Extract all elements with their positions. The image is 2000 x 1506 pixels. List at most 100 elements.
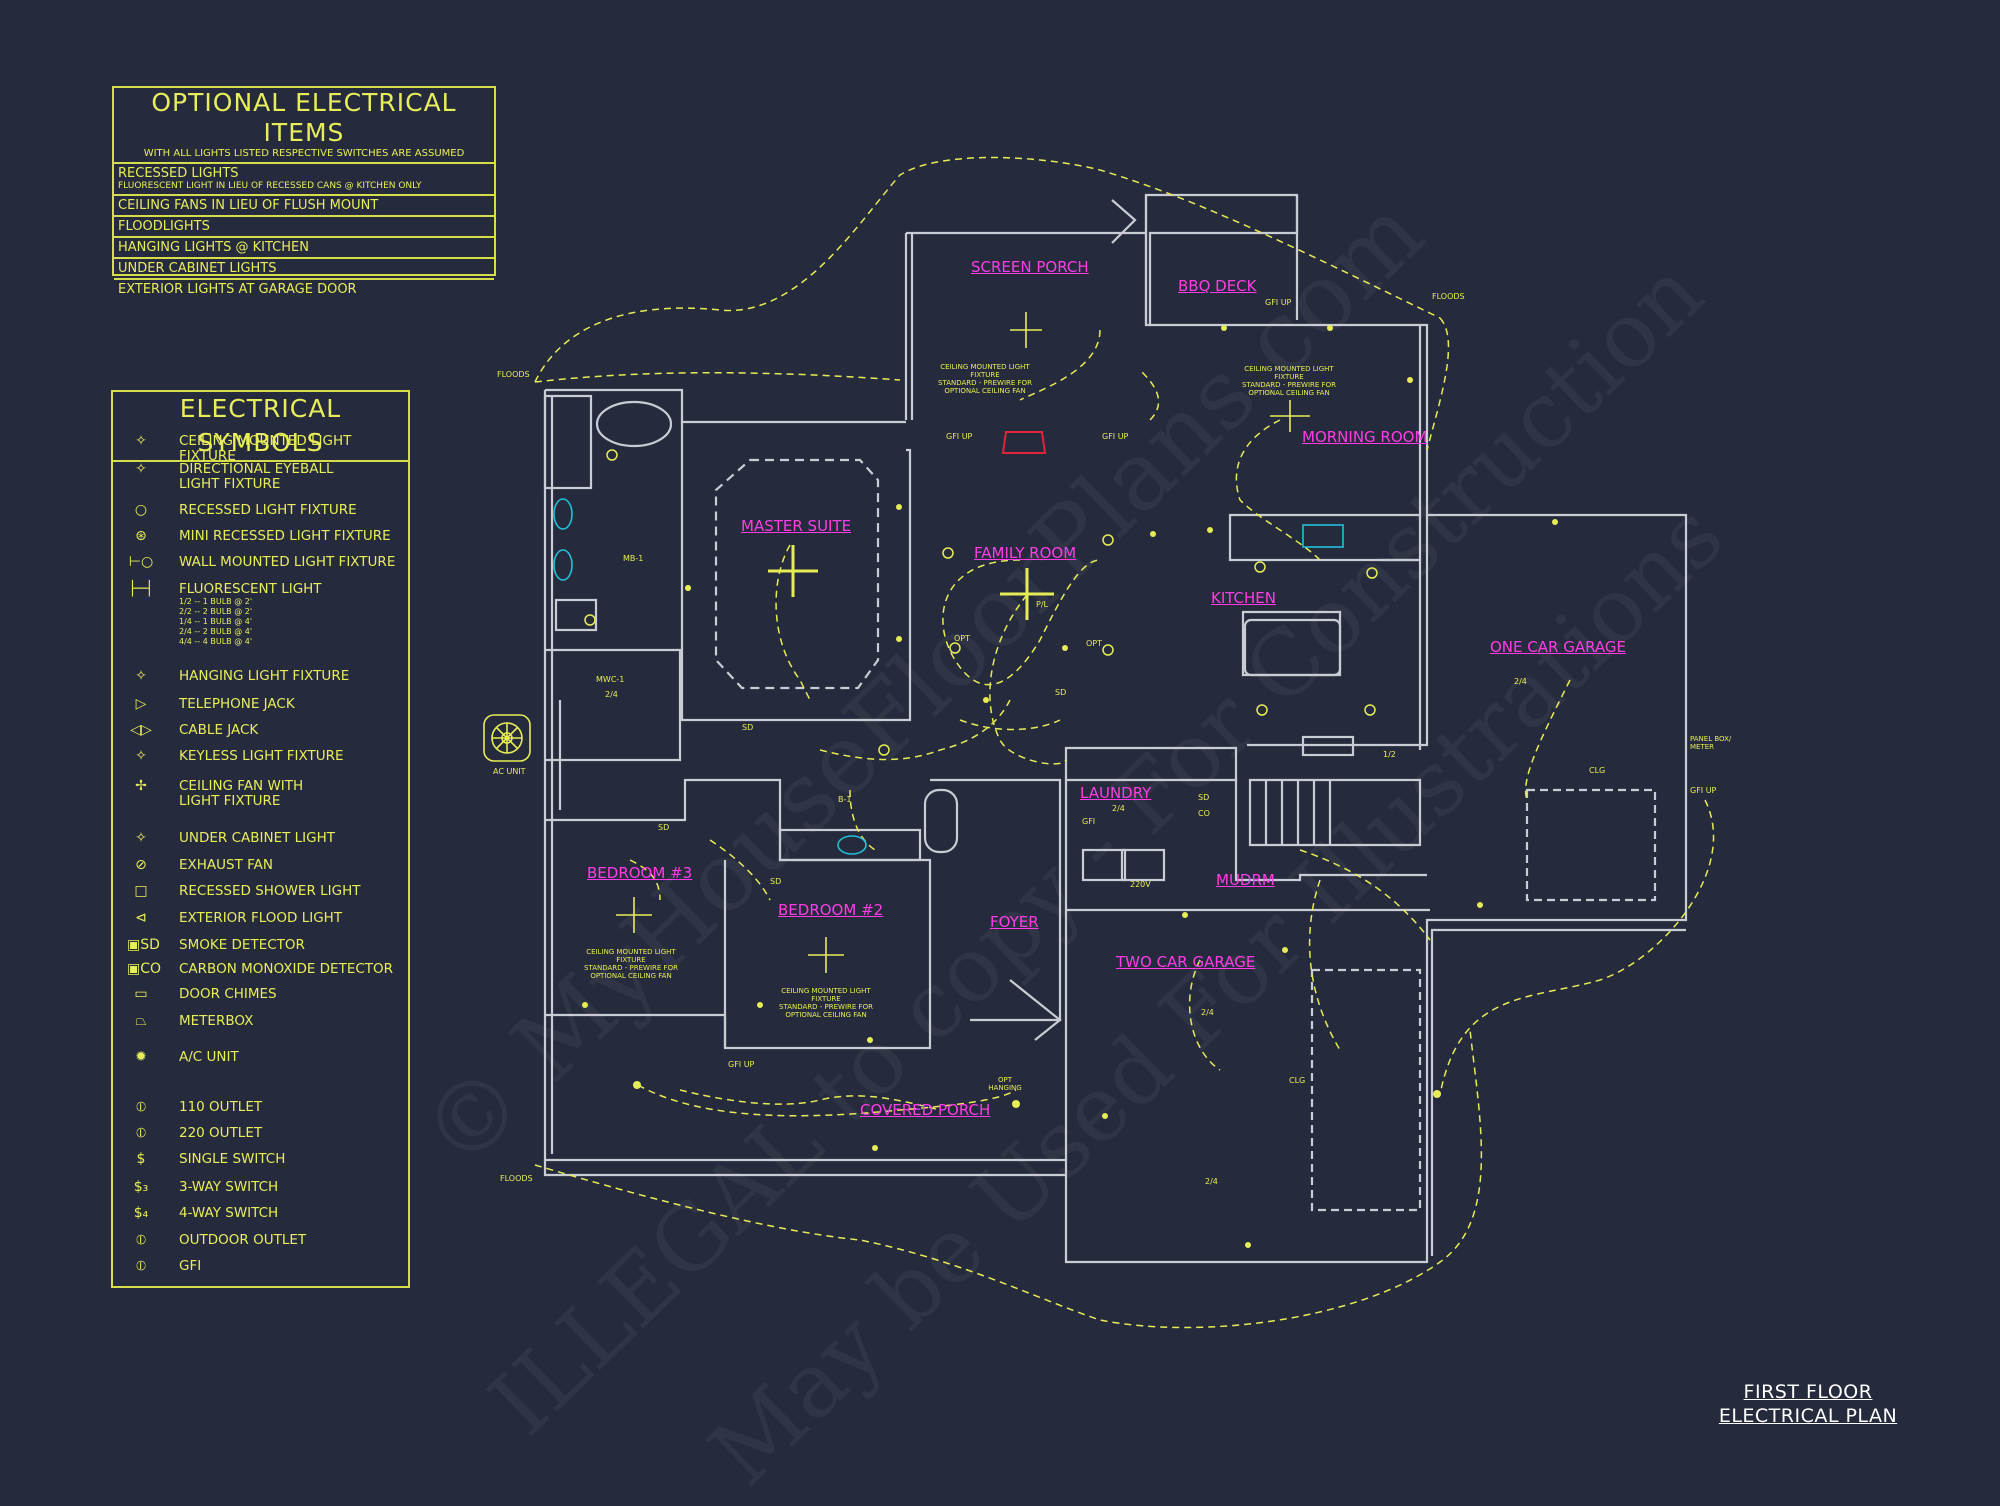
- gfi-up-label-5: GFI UP: [728, 1060, 755, 1069]
- eyeball-light-icon: ✧: [135, 461, 147, 477]
- door-chimes-icon: ▭: [134, 986, 148, 1002]
- fluorescent-2-4-label-1: 2/4: [605, 690, 618, 699]
- keyless-light-icon: ✧: [135, 748, 147, 764]
- fixture-note-bedroom-3: CEILING MOUNTED LIGHT FIXTURE STANDARD -…: [584, 948, 678, 980]
- room-laundry: LAUNDRY: [1080, 784, 1152, 802]
- under-cabinet-light-icon: ✧: [135, 830, 147, 846]
- optional-items-title: OPTIONAL ELECTRICAL ITEMS: [151, 88, 457, 147]
- three-way-switch-icon: $₃: [133, 1179, 149, 1195]
- wall-light-icon: ⊢○: [128, 554, 154, 570]
- fixture-note-bedroom-2: CEILING MOUNTED LIGHT FIXTURE STANDARD -…: [779, 987, 873, 1019]
- outdoor-outlet-icon: ⦶: [135, 1232, 147, 1248]
- co-label: CO: [1198, 809, 1210, 818]
- fixture-note-morning-room: CEILING MOUNTED LIGHT FIXTURE STANDARD -…: [1242, 365, 1336, 397]
- outlet-220-icon: ⦶: [135, 1125, 147, 1141]
- sd-label-1: SD: [742, 723, 754, 732]
- electrical-symbols-title: ELECTRICAL SYMBOLS: [113, 392, 408, 462]
- room-mudrm: MUDRM: [1216, 871, 1275, 889]
- symbol-label: OUTDOOR OUTLET: [179, 1232, 307, 1248]
- electrical-symbols-panel: ELECTRICAL SYMBOLS ✧ CEILING MOUNTED LIGH…: [111, 390, 410, 1288]
- room-screen-porch: SCREEN PORCH: [971, 258, 1089, 276]
- four-way-switch-icon: $₄: [133, 1205, 149, 1221]
- fluorescent-2-4-label-2: 2/4: [1112, 804, 1125, 813]
- room-two-car-garage: TWO CAR GARAGE: [1116, 953, 1256, 971]
- cable-jack-icon: ◁▷: [130, 722, 152, 738]
- pl-label: P/L: [1036, 600, 1048, 609]
- optional-item-label: RECESSED LIGHTS: [118, 166, 239, 181]
- symbol-label: TELEPHONE JACK: [179, 696, 295, 712]
- optional-item-label: UNDER CABINET LIGHTS: [118, 261, 277, 276]
- symbol-label: 110 OUTLET: [179, 1099, 263, 1115]
- symbols-list: ✧CEILING MOUNTED LIGHT FIXTURE✧DIRECTION…: [113, 392, 408, 1286]
- mb1-label: MB-1: [623, 554, 644, 563]
- symbol-label: 4-WAY SWITCH: [179, 1205, 279, 1221]
- symbol-note: 1/2 -- 1 BULB @ 2' 2/2 -- 2 BULB @ 2' 1/…: [179, 597, 253, 646]
- optional-item-label: HANGING LIGHTS @ KITCHEN: [118, 240, 309, 255]
- symbol-label: EXTERIOR FLOOD LIGHT: [179, 910, 343, 926]
- ac-unit-icon: [483, 714, 531, 762]
- symbol-label: 3-WAY SWITCH: [179, 1179, 279, 1195]
- symbol-label: CARBON MONOXIDE DETECTOR: [179, 961, 394, 977]
- optional-items-subtitle: WITH ALL LIGHTS LISTED RESPECTIVE SWITCH…: [114, 148, 494, 164]
- opt-label-1: OPT: [954, 634, 971, 643]
- symbol-label: SMOKE DETECTOR: [179, 937, 305, 953]
- ceiling-fan-icon: ✢: [135, 778, 147, 794]
- floods-label-left: FLOODS: [497, 370, 530, 379]
- symbol-label: DOOR CHIMES: [179, 986, 277, 1002]
- exhaust-fan-icon: ⊘: [135, 857, 147, 873]
- co-detector-icon: ▣CO: [127, 961, 162, 977]
- optional-item-row: HANGING LIGHTS @ KITCHEN: [114, 238, 494, 259]
- fixtures: [582, 325, 1558, 1248]
- fluorescent-2-4-label-3: 2/4: [1514, 677, 1527, 686]
- gfi-up-label-2: GFI UP: [1102, 432, 1129, 441]
- room-bbq-deck: BBQ DECK: [1178, 277, 1257, 295]
- room-covered-porch: COVERED PORCH: [860, 1101, 991, 1119]
- single-switch-icon: $: [136, 1151, 146, 1167]
- symbol-label: METERBOX: [179, 1013, 254, 1029]
- symbol-label: 220 OUTLET: [179, 1125, 263, 1141]
- ceiling-light-icon: ✧: [135, 433, 147, 449]
- optional-item-row: CEILING FANS IN LIEU OF FLUSH MOUNT: [114, 196, 494, 217]
- recessed-light-icon: ○: [134, 502, 148, 518]
- flood-light-icon: ⊲: [135, 910, 147, 926]
- room-bedroom-2: BEDROOM #2: [778, 901, 884, 919]
- outlet-220v-label: 220V: [1130, 880, 1151, 889]
- room-morning-room: MORNING ROOM: [1302, 428, 1428, 446]
- gfi-up-label-3: GFI UP: [1265, 298, 1292, 307]
- sd-label-4: SD: [1198, 793, 1210, 802]
- optional-item-label: CEILING FANS IN LIEU OF FLUSH MOUNT: [118, 198, 379, 213]
- symbol-label: GFI: [179, 1258, 202, 1274]
- symbol-label: FLUORESCENT LIGHT: [179, 581, 322, 597]
- gfi-label: GFI: [1082, 817, 1096, 826]
- symbol-label: CEILING MOUNTED LIGHT FIXTURE: [179, 433, 352, 464]
- plan-title-line-1: FIRST FLOOR: [1743, 1381, 1873, 1403]
- mini-recessed-light-icon: ⊛: [135, 528, 147, 544]
- clg-label-garage: CLG: [1289, 1076, 1306, 1085]
- room-master-suite: MASTER SUITE: [741, 517, 852, 535]
- symbol-label: CEILING FAN WITH LIGHT FIXTURE: [179, 778, 304, 809]
- hanging-light-icon: ✧: [135, 668, 147, 684]
- panel-box-label: PANEL BOX/ METER: [1690, 735, 1732, 751]
- optional-item-label: EXTERIOR LIGHTS AT GARAGE DOOR: [118, 282, 357, 297]
- room-family-room: FAMILY ROOM: [974, 544, 1077, 562]
- room-one-car-garage: ONE CAR GARAGE: [1490, 638, 1626, 656]
- fluorescent-2-4-label-5: 2/4: [1205, 1177, 1218, 1186]
- walls: [543, 193, 1688, 1264]
- smoke-detector-icon: ▣SD: [127, 937, 160, 953]
- symbol-label: CABLE JACK: [179, 722, 259, 738]
- gfi-up-label-1: GFI UP: [946, 432, 973, 441]
- clg-label-one-car: CLG: [1589, 766, 1606, 775]
- sd-label-5: SD: [1055, 688, 1067, 697]
- symbol-label: SINGLE SWITCH: [179, 1151, 286, 1167]
- optional-item-row: UNDER CABINET LIGHTS: [114, 259, 494, 280]
- gfi-up-label-4: GFI UP: [1690, 786, 1717, 795]
- symbol-label: MINI RECESSED LIGHT FIXTURE: [179, 528, 391, 544]
- plan-title: FIRST FLOOR ELECTRICAL PLAN: [1703, 1380, 1913, 1428]
- floods-label-bottom: FLOODS: [500, 1174, 533, 1183]
- optional-item-row: FLOODLIGHTS: [114, 217, 494, 238]
- recessed-lights: [584, 449, 1378, 756]
- fluorescent-1-2-label: 1/2: [1383, 750, 1396, 759]
- telephone-jack-icon: ▷: [135, 696, 147, 712]
